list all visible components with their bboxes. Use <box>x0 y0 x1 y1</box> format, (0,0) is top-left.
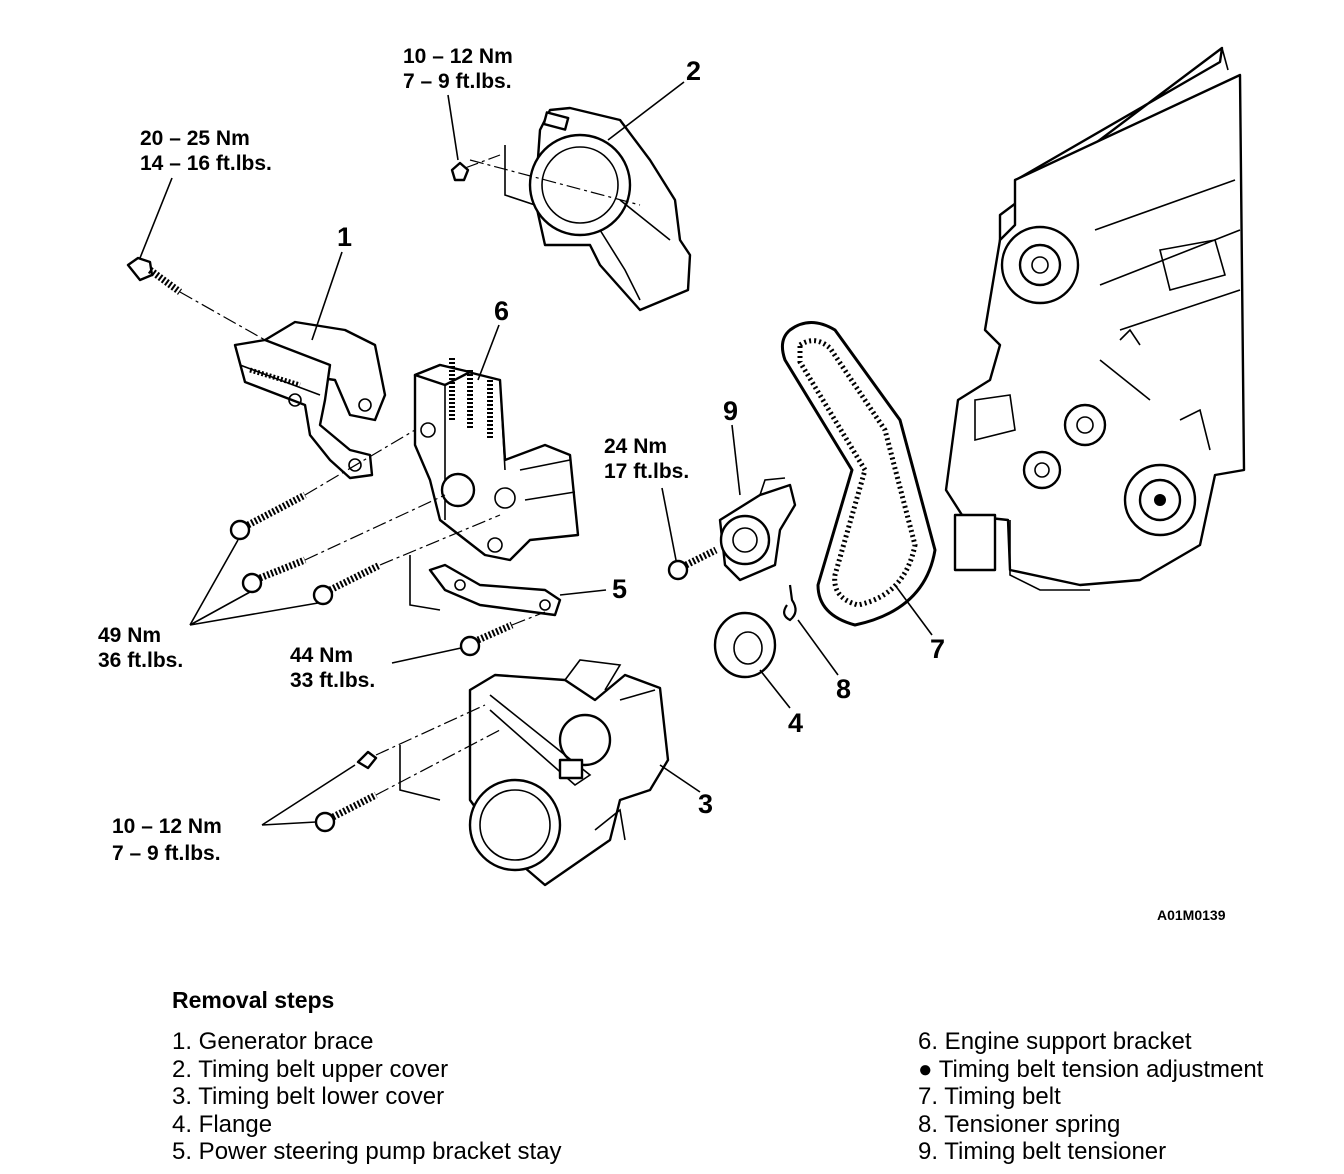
torque-nm-tensioner: 24 Nm <box>604 435 667 458</box>
callout-6: 6 <box>477 296 509 381</box>
timing-belt <box>780 321 937 627</box>
bolt-tensioner <box>667 546 718 581</box>
lower-cover <box>399 659 670 887</box>
torque-label-tensioner: 24 Nm 17 ft.lbs. <box>604 435 689 561</box>
callout-3: 3 <box>659 764 713 819</box>
generator-brace <box>233 320 387 480</box>
svg-text:5: 5 <box>612 574 627 604</box>
torque-nm-bracket: 49 Nm <box>98 624 161 647</box>
list-item: 1. Generator brace <box>172 1028 374 1055</box>
list-item: 5. Power steering pump bracket stay <box>172 1138 562 1165</box>
bolt-lower-cover-1 <box>356 704 486 770</box>
svg-text:2: 2 <box>686 56 701 86</box>
bolt-upper-cover <box>450 154 501 182</box>
removal-steps-right: 6. Engine support bracket ● Timing belt … <box>918 1028 1263 1166</box>
engine-support-bracket <box>409 358 580 611</box>
svg-text:9: 9 <box>723 396 738 426</box>
callout-2: 2 <box>607 56 701 141</box>
list-item: 3. Timing belt lower cover <box>172 1083 445 1110</box>
callout-5: 5 <box>559 574 627 604</box>
svg-text:3: 3 <box>698 789 713 819</box>
svg-text:8: 8 <box>836 674 851 704</box>
torque-nm-generator: 20 – 25 Nm <box>140 127 250 150</box>
list-item: ● Timing belt tension adjustment <box>918 1055 1264 1083</box>
list-item: 8. Tensioner spring <box>918 1110 1121 1138</box>
tensioner <box>718 477 797 582</box>
torque-ft-upper: 7 – 9 ft.lbs. <box>403 70 512 93</box>
list-item: 2. Timing belt upper cover <box>172 1055 449 1083</box>
list-item: 9. Timing belt tensioner <box>918 1138 1167 1165</box>
torque-ft-tensioner: 17 ft.lbs. <box>604 460 689 483</box>
bracket-stay <box>428 563 562 617</box>
callout-7: 7 <box>894 584 945 664</box>
torque-ft-generator: 14 – 16 ft.lbs. <box>140 152 272 175</box>
list-item: 4. Flange <box>172 1110 273 1138</box>
torque-ft-bracket: 36 ft.lbs. <box>98 649 183 672</box>
svg-text:6: 6 <box>494 296 509 326</box>
callout-4: 4 <box>759 669 803 738</box>
torque-ft-stay: 33 ft.lbs. <box>290 669 375 692</box>
svg-text:7: 7 <box>930 634 945 664</box>
bolt-stay <box>459 611 546 657</box>
torque-nm-stay: 44 Nm <box>290 644 353 667</box>
svg-text:1: 1 <box>337 222 352 252</box>
list-item: 6. Engine support bracket <box>918 1028 1192 1055</box>
torque-label-upper: 10 – 12 Nm 7 – 9 ft.lbs. <box>403 45 513 161</box>
torque-label-bracket: 49 Nm 36 ft.lbs. <box>98 539 319 672</box>
torque-nm-lower: 10 – 12 Nm <box>112 815 222 838</box>
upper-cover <box>469 106 692 312</box>
bolt-lower-cover-2 <box>314 729 501 833</box>
engine-block <box>944 46 1246 591</box>
callout-1: 1 <box>311 222 352 341</box>
torque-ft-lower: 7 – 9 ft.lbs. <box>112 842 221 865</box>
callout-9: 9 <box>723 396 741 496</box>
torque-label-generator: 20 – 25 Nm 14 – 16 ft.lbs. <box>139 127 272 259</box>
svg-text:4: 4 <box>788 708 803 738</box>
bolt-bracket-3 <box>312 514 501 606</box>
removal-steps-title: Removal steps <box>172 987 335 1013</box>
torque-label-lower: 10 – 12 Nm 7 – 9 ft.lbs. <box>112 764 356 865</box>
callout-8: 8 <box>797 619 851 704</box>
bolt-generator-brace <box>126 256 266 341</box>
flange <box>713 611 777 679</box>
torque-label-stay: 44 Nm 33 ft.lbs. <box>290 644 462 692</box>
exploded-view-drawing: 10 – 12 Nm 7 – 9 ft.lbs. 20 – 25 Nm 14 –… <box>98 45 1246 923</box>
bolt-bracket-2 <box>241 494 446 594</box>
figure-id: A01M0139 <box>1157 907 1226 923</box>
torque-nm-upper: 10 – 12 Nm <box>403 45 513 68</box>
bolt-bracket-1 <box>229 429 416 541</box>
list-item: 7. Timing belt <box>918 1083 1061 1110</box>
tensioner-spring <box>783 584 797 622</box>
removal-steps-left: 1. Generator brace 2. Timing belt upper … <box>172 1028 562 1166</box>
